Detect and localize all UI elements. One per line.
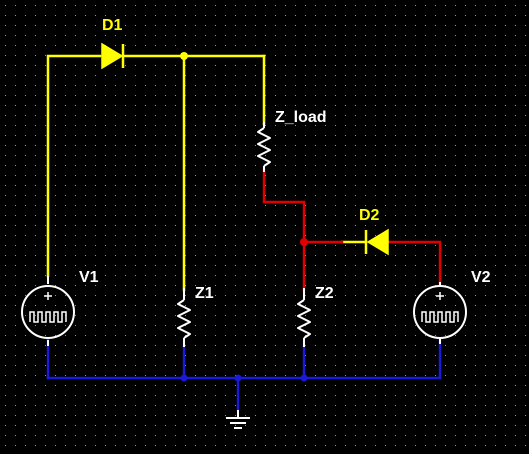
resistor-z2[interactable]: Z2	[297, 285, 334, 347]
wire-v1-to-d1	[46, 54, 102, 278]
z1-label: Z1	[195, 285, 214, 302]
diode-icon	[101, 42, 125, 70]
wire-d2-to-v2	[386, 240, 442, 286]
diode-d2[interactable]: D2	[359, 207, 389, 256]
grid-dots	[5, 5, 526, 446]
z-load-label: Z_load	[275, 109, 327, 126]
ground-symbol[interactable]	[226, 410, 250, 429]
wire-net-yellow	[46, 54, 366, 292]
z2-label: Z2	[315, 285, 334, 302]
ac-source-v1[interactable]: V1	[21, 269, 99, 346]
ac-source-icon	[21, 276, 75, 346]
v1-label: V1	[79, 269, 99, 286]
resistor-z-load[interactable]: Z_load	[257, 109, 327, 172]
junction-dot	[300, 374, 308, 382]
diode-icon	[364, 228, 389, 256]
resistor-icon	[177, 288, 191, 347]
ac-source-v2[interactable]: V2	[413, 269, 491, 344]
v2-label: V2	[471, 269, 491, 286]
resistor-z1[interactable]: Z1	[177, 285, 214, 347]
junction-dot	[180, 374, 188, 382]
ac-source-icon	[413, 282, 467, 344]
diode-d1[interactable]: D1	[101, 17, 125, 70]
ground-icon	[226, 410, 250, 429]
wire-zload-to-node	[262, 168, 306, 292]
wire-net-ground	[46, 338, 442, 412]
junction-dot	[234, 374, 242, 382]
d2-label: D2	[359, 207, 380, 224]
resistor-icon	[257, 122, 271, 172]
junction-dot	[300, 238, 308, 246]
junction-dot	[180, 52, 188, 60]
wire-net-red	[262, 168, 442, 292]
d1-label: D1	[102, 17, 123, 34]
resistor-icon	[297, 288, 311, 347]
